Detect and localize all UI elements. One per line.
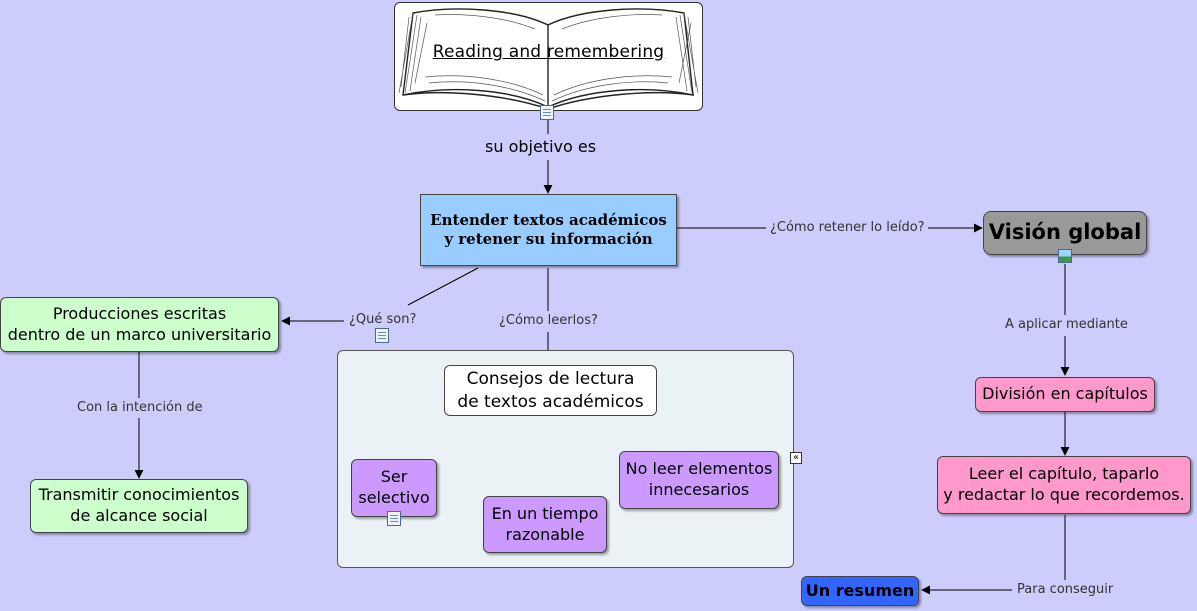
no-leer-node[interactable]: No leer elementos innecesarios: [619, 451, 779, 509]
tiempo-razonable-node[interactable]: En un tiempo razonable: [483, 496, 607, 553]
transmitir-node[interactable]: Transmitir conocimientos de alcance soci…: [30, 479, 248, 533]
division-capitulos-node[interactable]: División en capítulos: [975, 377, 1155, 412]
document-icon[interactable]: [387, 511, 401, 526]
book-title-node[interactable]: Reading and remembering: [394, 2, 703, 111]
link-label-aplicar: A aplicar mediante: [1002, 317, 1131, 333]
book-title-text: Reading and remembering: [432, 42, 665, 62]
link-label-como-leerlos: ¿Cómo leerlos?: [496, 313, 601, 329]
link-label-que-son: ¿Qué son?: [346, 312, 420, 328]
vision-global-node[interactable]: Visión global: [983, 211, 1147, 255]
link-label-objetivo: su objetivo es: [482, 138, 600, 156]
main-concept-node[interactable]: Entender textos académicos y retener su …: [420, 194, 677, 266]
collapse-icon[interactable]: «: [790, 452, 802, 464]
link-label-conseguir: Para conseguir: [1014, 582, 1117, 598]
connector-main-queson: [407, 267, 479, 306]
link-label-retener: ¿Cómo retener lo leído?: [767, 220, 928, 236]
link-label-intencion: Con la intención de: [74, 400, 206, 416]
document-icon[interactable]: [375, 328, 389, 343]
document-icon[interactable]: [540, 105, 554, 120]
resumen-node[interactable]: Un resumen: [801, 576, 919, 606]
leer-capitulo-node[interactable]: Leer el capítulo, taparlo y redactar lo …: [937, 456, 1191, 514]
image-icon[interactable]: [1058, 249, 1072, 263]
ser-selectivo-node[interactable]: Ser selectivo: [351, 459, 437, 517]
consejos-node[interactable]: Consejos de lectura de textos académicos: [444, 365, 657, 416]
producciones-node[interactable]: Producciones escritas dentro de un marco…: [0, 297, 279, 352]
